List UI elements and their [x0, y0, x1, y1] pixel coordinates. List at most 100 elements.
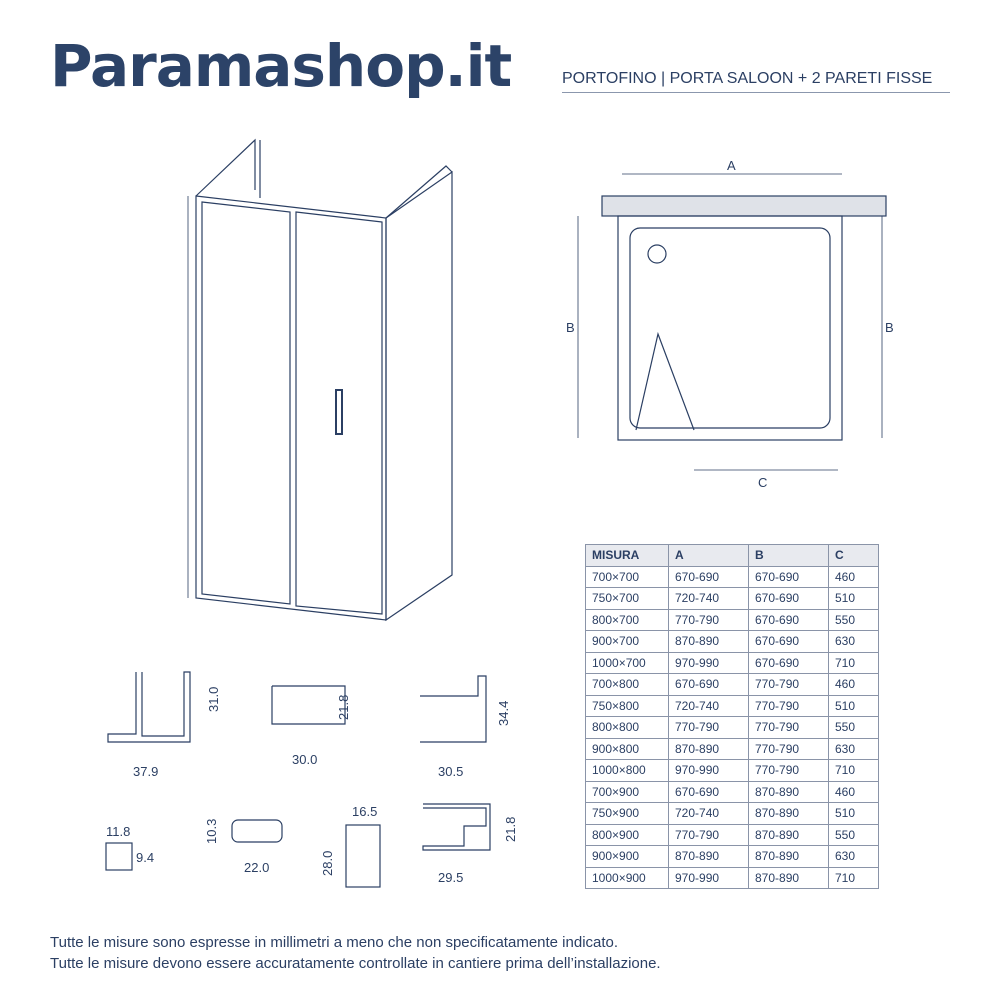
profile-sections: 31.0 37.9 21.8 30.0 34.4 30.5 11.8 9.4 1… — [105, 671, 518, 888]
table-cell: 770-790 — [668, 823, 749, 846]
table-cell: 750×800 — [585, 694, 669, 717]
profile-dim: 28.0 — [320, 851, 335, 876]
table-cell: 750×700 — [585, 587, 669, 610]
table-cell: 700×700 — [585, 565, 669, 588]
table-cell: 720-740 — [668, 802, 749, 825]
table-cell: 800×800 — [585, 716, 669, 739]
table-cell: 720-740 — [668, 694, 749, 717]
table-cell: 870-890 — [748, 823, 829, 846]
profile-dim: 37.9 — [133, 764, 158, 779]
col-header: C — [828, 544, 879, 567]
product-title: PORTOFINO | PORTA SALOON + 2 PARETI FISS… — [562, 70, 950, 93]
table-cell: 870-890 — [748, 802, 829, 825]
dim-b-right: B — [885, 320, 894, 335]
table-cell: 670-690 — [748, 630, 829, 653]
table-cell: 460 — [828, 565, 879, 588]
profile-dim: 34.4 — [496, 701, 511, 726]
table-cell: 510 — [828, 694, 879, 717]
shower-enclosure-3d — [187, 138, 453, 622]
logo: Paramashop.it — [50, 32, 512, 100]
dim-a: A — [727, 158, 736, 173]
table-cell: 900×900 — [585, 845, 669, 868]
profile-dim: 16.5 — [352, 804, 377, 819]
table-cell: 1000×700 — [585, 651, 669, 674]
profile-dim: 30.5 — [438, 764, 463, 779]
table-cell: 550 — [828, 608, 879, 631]
table-cell: 770-790 — [748, 737, 829, 760]
profile-dim: 29.5 — [438, 870, 463, 885]
table-cell: 670-690 — [748, 587, 829, 610]
table-cell: 720-740 — [668, 587, 749, 610]
table-cell: 970-990 — [668, 651, 749, 674]
table-cell: 460 — [828, 673, 879, 696]
table-cell: 770-790 — [748, 694, 829, 717]
table-cell: 670-690 — [748, 651, 829, 674]
table-cell: 630 — [828, 845, 879, 868]
table-cell: 670-690 — [668, 780, 749, 803]
profile-dim: 11.8 — [106, 824, 130, 839]
profile-dim: 21.8 — [503, 817, 518, 842]
table-cell: 970-990 — [668, 866, 749, 889]
table-cell: 870-890 — [748, 866, 829, 889]
table-cell: 1000×800 — [585, 759, 669, 782]
table-cell: 700×900 — [585, 780, 669, 803]
profile-dim: 31.0 — [206, 687, 221, 712]
col-header: A — [668, 544, 749, 567]
note-1: Tutte le misure sono espresse in millime… — [50, 934, 619, 951]
table-cell: 1000×900 — [585, 866, 669, 889]
table-cell: 770-790 — [748, 716, 829, 739]
table-cell: 800×700 — [585, 608, 669, 631]
table-cell: 630 — [828, 630, 879, 653]
table-cell: 800×900 — [585, 823, 669, 846]
table-cell: 670-690 — [668, 565, 749, 588]
note-2: Tutte le misure devono essere accuratame… — [50, 955, 661, 972]
profile-dim: 22.0 — [244, 860, 269, 875]
table-cell: 670-690 — [748, 608, 829, 631]
table-cell: 870-890 — [668, 630, 749, 653]
table-cell: 550 — [828, 823, 879, 846]
table-cell: 550 — [828, 716, 879, 739]
dim-b-left: B — [566, 320, 575, 335]
profile-dim: 9.4 — [136, 850, 154, 865]
table-cell: 970-990 — [668, 759, 749, 782]
table-cell: 710 — [828, 759, 879, 782]
table-cell: 770-790 — [668, 716, 749, 739]
table-cell: 710 — [828, 866, 879, 889]
table-cell: 630 — [828, 737, 879, 760]
table-cell: 510 — [828, 802, 879, 825]
plan-view: A B B C — [566, 158, 894, 490]
table-cell: 460 — [828, 780, 879, 803]
table-cell: 710 — [828, 651, 879, 674]
table-cell: 670-690 — [668, 673, 749, 696]
table-cell: 510 — [828, 587, 879, 610]
table-cell: 900×800 — [585, 737, 669, 760]
table-cell: 870-890 — [748, 780, 829, 803]
col-header: MISURA — [585, 544, 669, 567]
table-cell: 750×900 — [585, 802, 669, 825]
profile-dim: 30.0 — [292, 752, 317, 767]
table-cell: 770-790 — [668, 608, 749, 631]
dim-c: C — [758, 475, 767, 490]
table-cell: 770-790 — [748, 673, 829, 696]
col-header: B — [748, 544, 829, 567]
table-cell: 770-790 — [748, 759, 829, 782]
table-cell: 700×800 — [585, 673, 669, 696]
profile-dim: 10.3 — [204, 819, 219, 844]
profile-dim: 21.8 — [336, 695, 351, 720]
